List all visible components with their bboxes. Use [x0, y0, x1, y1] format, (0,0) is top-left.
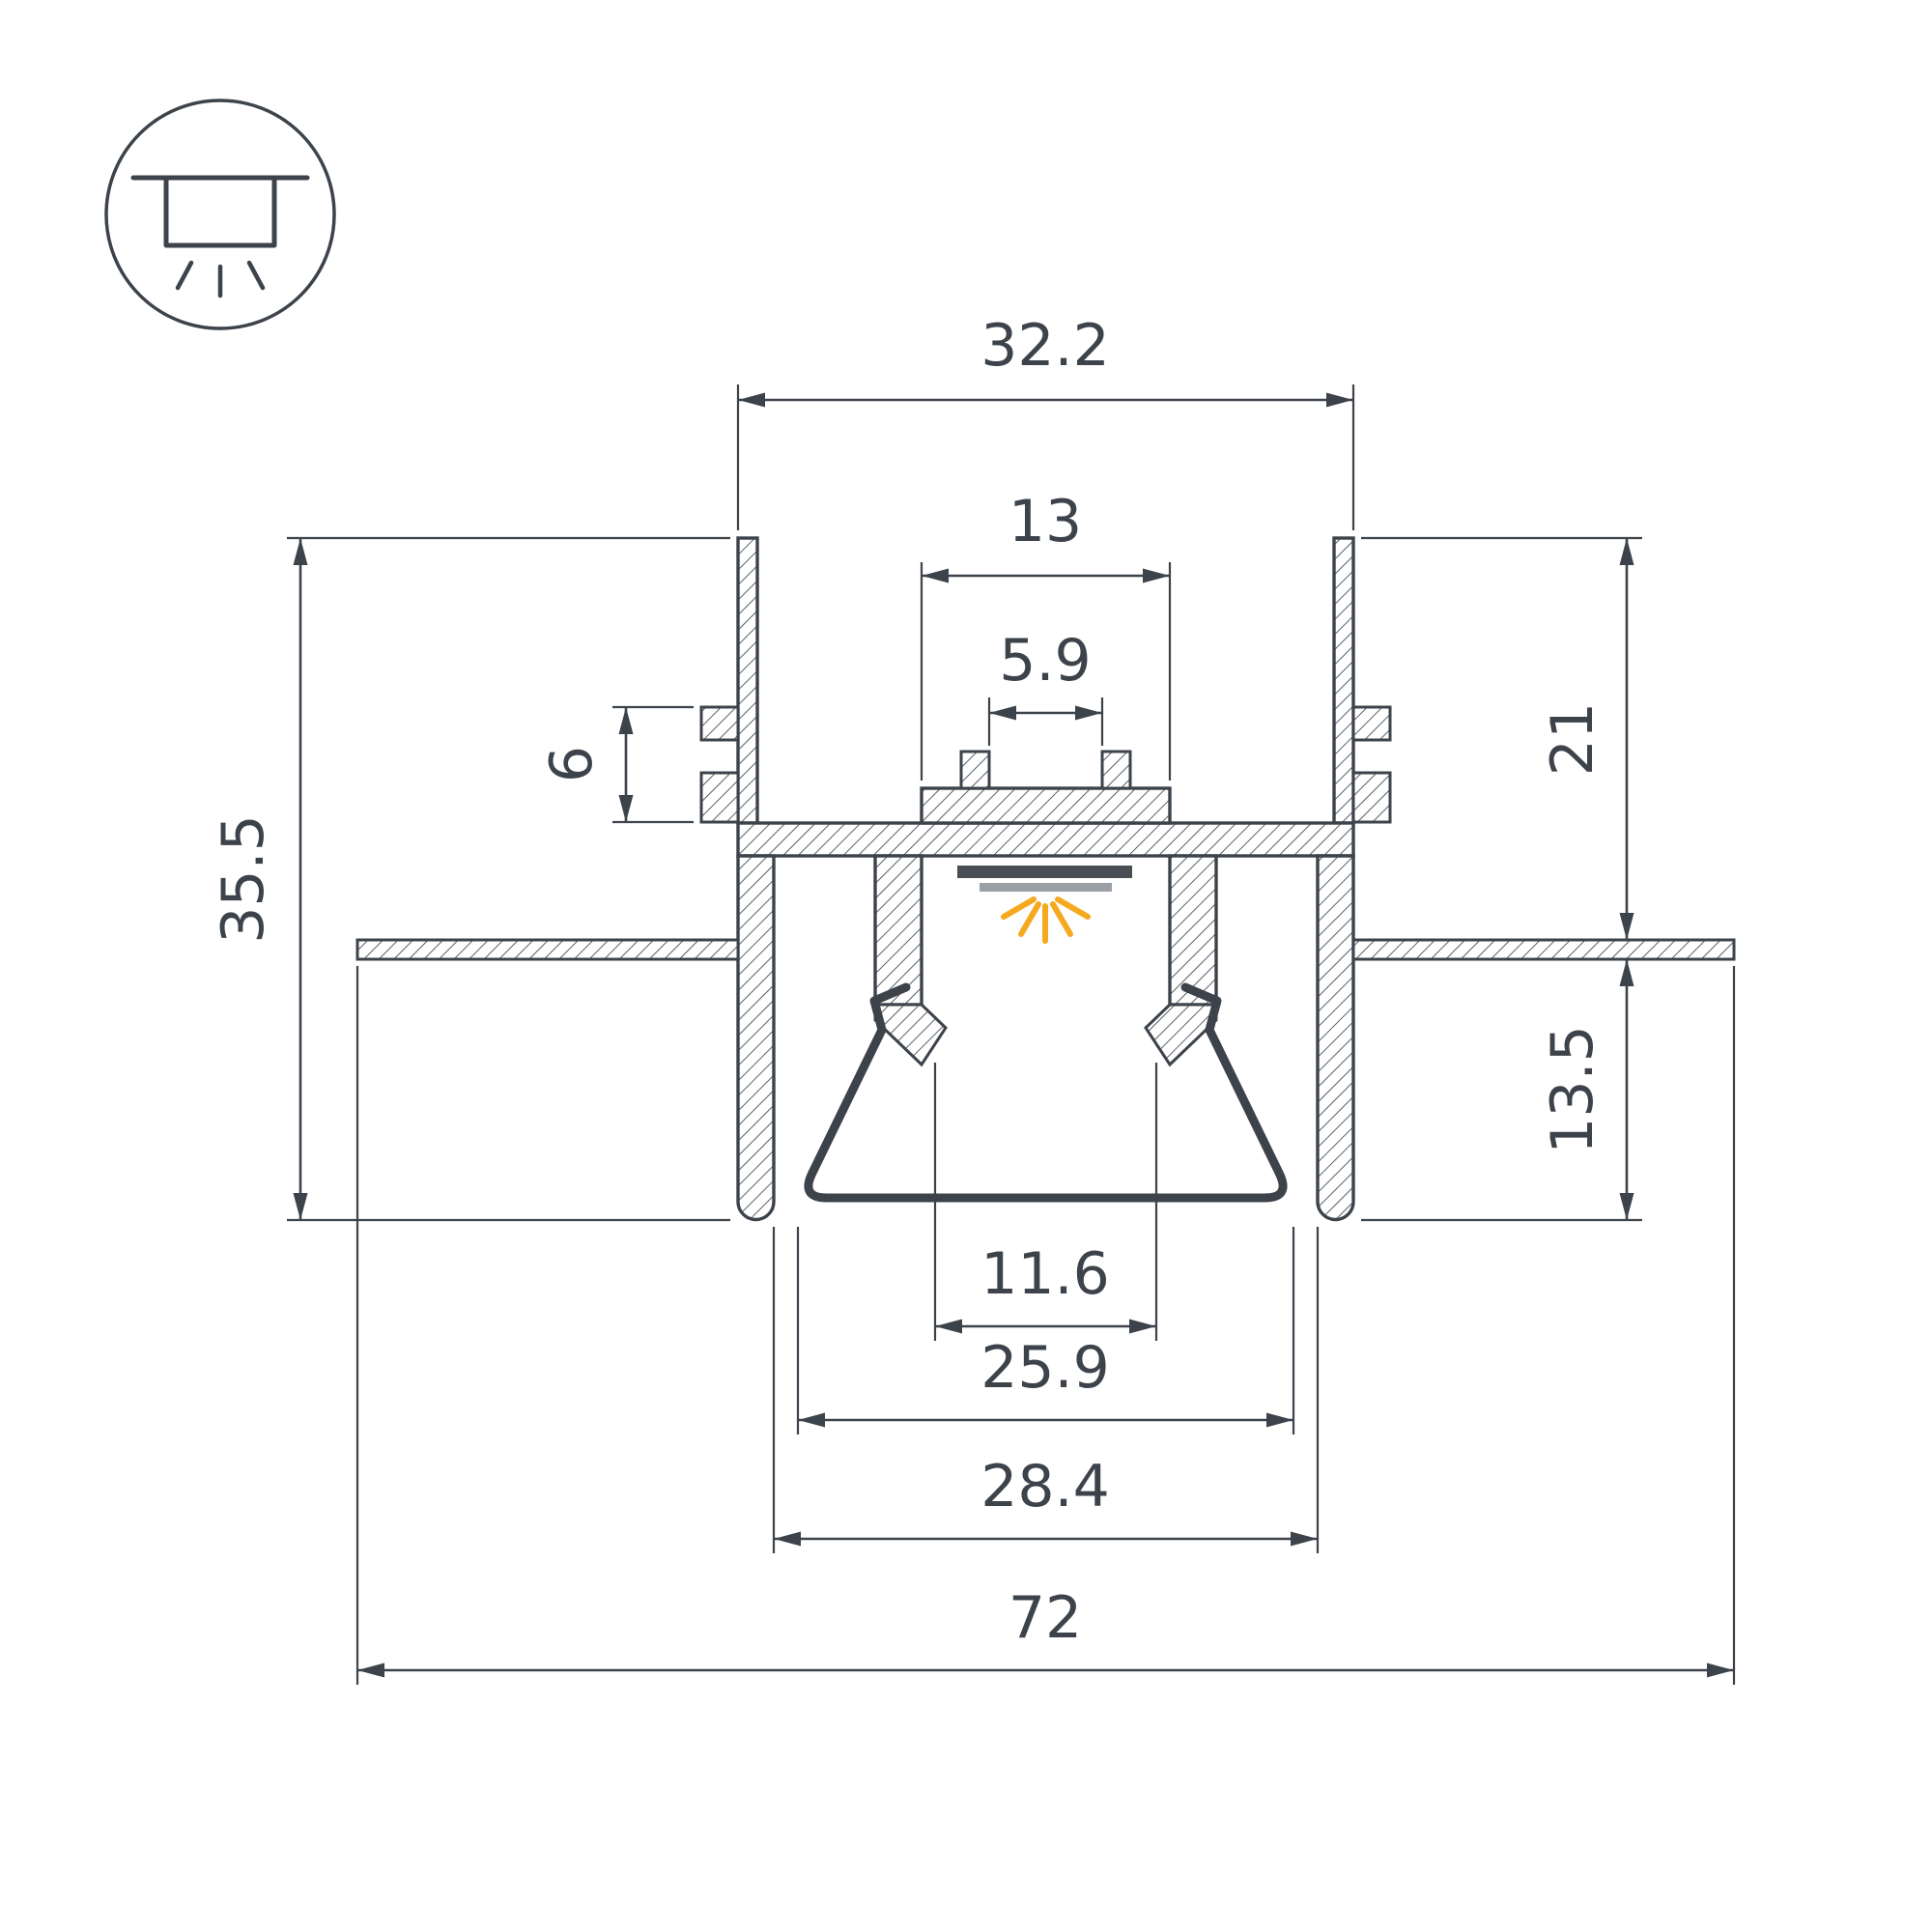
led-strip [957, 866, 1132, 892]
left-chamber-wall [873, 854, 923, 1007]
dim-label-72: 72 [1009, 1584, 1082, 1652]
dim-label-28-4: 28.4 [980, 1453, 1110, 1520]
dimension-upper-height: 21 [1361, 536, 1642, 940]
dim-label-21: 21 [1539, 702, 1606, 776]
right-panel-clip [1351, 705, 1392, 824]
right-barb [1144, 1003, 1218, 1067]
dimension-diffuser-width: 25.9 [796, 1227, 1295, 1435]
icon-light-rays [175, 260, 266, 298]
base-plate [736, 821, 1355, 858]
led-board [957, 866, 1132, 878]
dim-label-25-9: 25.9 [980, 1334, 1110, 1402]
right-skirt [1316, 854, 1355, 1222]
dim-label-13-5: 13.5 [1539, 1025, 1606, 1154]
dim-label-32-2: 32.2 [980, 312, 1110, 380]
dimension-clip-height: 6 [538, 705, 694, 824]
dimension-inner-channel: 13 [920, 488, 1172, 781]
left-top-flange [736, 536, 759, 825]
dimension-light-opening: 11.6 [933, 1063, 1158, 1341]
left-skirt [736, 854, 776, 1222]
dim-label-5-9: 5.9 [999, 627, 1091, 695]
right-wing [1351, 938, 1736, 961]
dimension-top-flange-span: 32.2 [736, 312, 1355, 530]
dim-label-6: 6 [538, 746, 606, 782]
led-diffuse-bar [980, 883, 1112, 892]
dimension-lower-height: 13.5 [1361, 959, 1642, 1222]
right-top-flange [1332, 536, 1355, 825]
lens-hook-right [1180, 982, 1222, 1035]
center-boss [920, 786, 1172, 825]
lens-hook-left [869, 982, 911, 1035]
left-panel-clip [699, 705, 740, 824]
left-wing [355, 938, 740, 961]
dim-label-13: 13 [1009, 488, 1082, 555]
right-chamber-wall [1168, 854, 1218, 1007]
diffuser-lens [804, 982, 1288, 1203]
dimension-center-slot: 5.9 [987, 627, 1104, 746]
slot-lip-right [1100, 750, 1132, 790]
icon-circle [104, 99, 336, 330]
dimension-overall-height: 35.5 [210, 536, 730, 1222]
dimension-overall-width: 72 [355, 966, 1736, 1685]
dim-label-11-6: 11.6 [980, 1240, 1110, 1308]
dimension-body-width: 28.4 [772, 1227, 1320, 1553]
left-barb [873, 1003, 948, 1067]
profile-body [355, 536, 1736, 1222]
recessed-ceiling-mount-icon [104, 99, 336, 330]
dim-label-35-5: 35.5 [210, 814, 277, 944]
slot-lip-left [959, 750, 991, 790]
fixture-box [163, 175, 277, 248]
light-rays-icon [1001, 896, 1091, 944]
